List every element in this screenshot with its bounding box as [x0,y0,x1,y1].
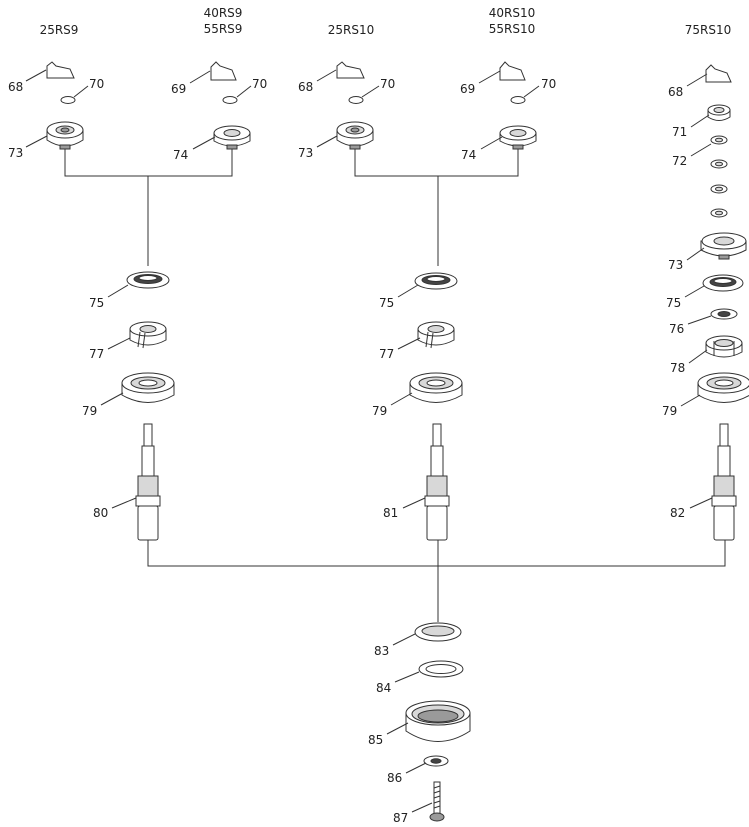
part-71-bushing [707,104,731,121]
part-80-spindle [135,423,161,541]
callout-70: 70 [252,77,267,91]
part-77-nut [417,321,455,349]
connector-lines [64,148,726,622]
callout-69: 69 [460,82,475,96]
part-75-seal [414,272,458,290]
callout-74: 74 [461,148,476,162]
callout-75: 75 [666,296,681,310]
callout-79: 79 [82,404,97,418]
callout-76: 76 [669,322,684,336]
callout-69: 69 [171,82,186,96]
part-68-clip [46,61,75,79]
header-label: 25RS9 [39,23,79,37]
callout-82: 82 [670,506,685,520]
header-label: 75RS10 [684,23,732,37]
header-25rs10: 25RS10 [323,22,379,38]
part-83-washer [414,622,462,642]
callout-77: 77 [89,347,104,361]
part-73-cap [700,232,747,260]
callout-labels: 68 70 73 69 70 74 68 70 73 69 70 74 68 7… [8,77,687,825]
callout-79: 79 [372,404,387,418]
part-70-oring [60,96,76,104]
part-73-cap [336,121,374,150]
part-76-washer [710,308,738,320]
callout-81: 81 [383,506,398,520]
callout-68: 68 [298,80,313,94]
header-label: 25RS10 [327,23,375,37]
part-78-nut [705,335,743,358]
header-label: 40RS9 [203,6,243,20]
header-label: 55RS9 [203,22,243,36]
callout-84: 84 [376,681,391,695]
header-40rs9-55rs9: 40RS9 55RS9 [198,5,248,37]
callout-79: 79 [662,404,677,418]
part-69-clip [499,61,526,81]
part-74-cap [499,125,537,150]
part-79-bearing [409,372,463,403]
callout-70: 70 [541,77,556,91]
part-86-washer [423,755,449,767]
header-75rs10: 75RS10 [680,22,736,38]
callout-72: 72 [672,154,687,168]
part-75-seal [126,271,170,289]
callout-75: 75 [379,296,394,310]
callout-68: 68 [668,85,683,99]
part-75-seal [702,274,744,292]
part-82-spindle [711,423,737,541]
callout-73: 73 [668,258,683,272]
part-79-bearing [697,372,749,403]
part-70-oring [510,96,526,104]
part-72-washer-stack [710,135,728,218]
callout-77: 77 [379,347,394,361]
header-25rs9: 25RS9 [34,22,84,38]
part-77-nut [129,321,167,349]
part-68-clip [705,64,732,83]
callout-71: 71 [672,125,687,139]
header-label: 40RS10 [488,6,536,20]
callout-74: 74 [173,148,188,162]
callout-86: 86 [387,771,402,785]
header-40rs10-55rs10: 40RS10 55RS10 [484,5,540,37]
callout-68: 68 [8,80,23,94]
callout-73: 73 [8,146,23,160]
part-68-clip [336,61,365,79]
callout-75: 75 [89,296,104,310]
callout-73: 73 [298,146,313,160]
part-70-oring [222,96,238,104]
callout-83: 83 [374,644,389,658]
callout-70: 70 [89,77,104,91]
part-87-screw [429,781,445,822]
callout-78: 78 [670,361,685,375]
part-81-spindle [424,423,450,541]
part-85-housing [405,700,471,742]
part-74-cap [213,125,251,150]
leader-lines [25,69,713,813]
part-69-clip [210,61,237,81]
header-label: 55RS10 [488,22,536,36]
callout-87: 87 [393,811,408,825]
part-84-spring-clip [418,660,464,678]
callout-70: 70 [380,77,395,91]
part-70-oring [348,96,364,104]
part-79-bearing [121,372,175,403]
callout-85: 85 [368,733,383,747]
part-73-cap [46,121,84,150]
callout-80: 80 [93,506,108,520]
